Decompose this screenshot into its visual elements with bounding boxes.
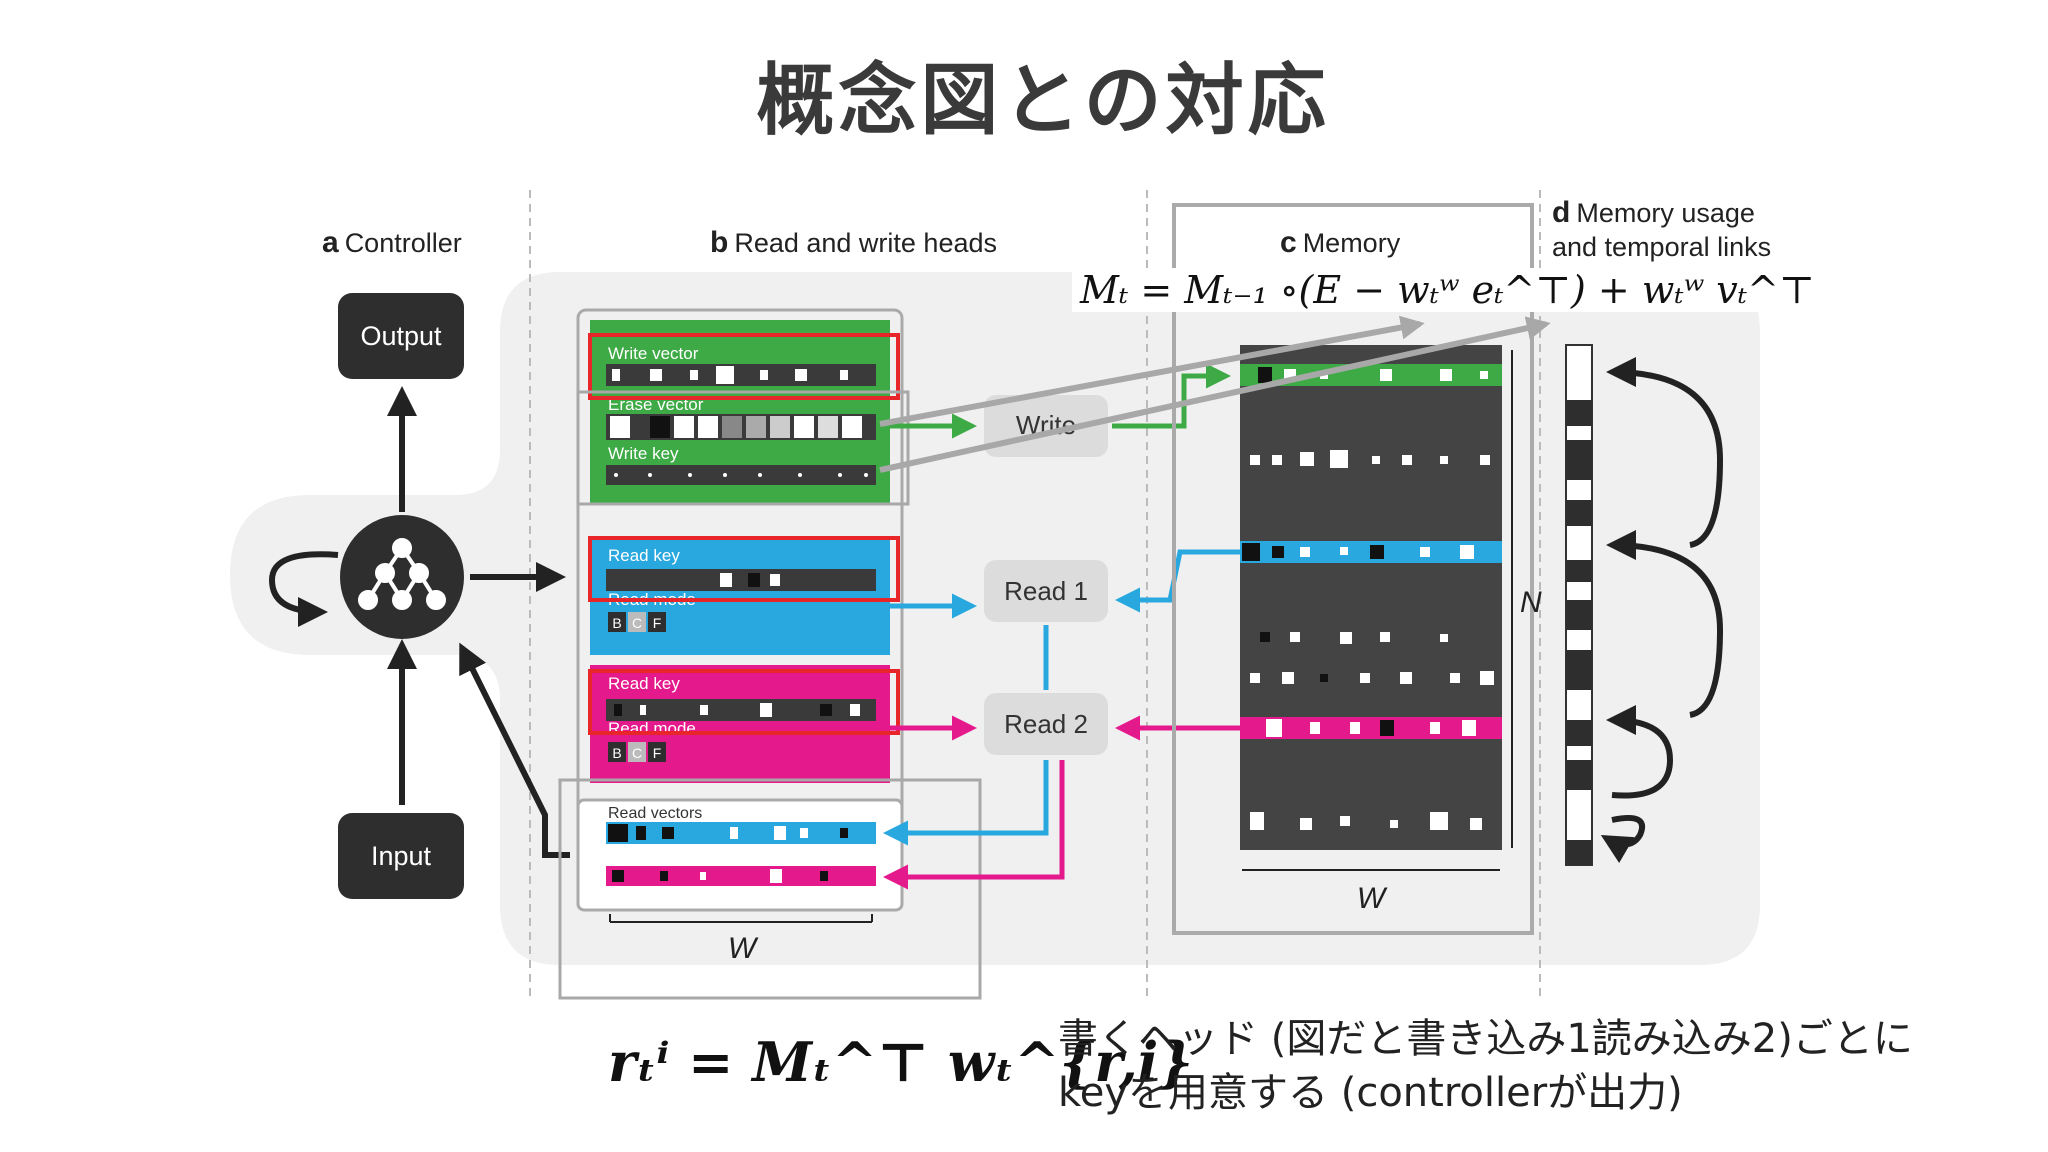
arrow-read1-to-vectors <box>883 760 1049 846</box>
read2-node <box>984 693 1108 755</box>
overlay-erase-write-key <box>576 390 910 506</box>
vector-cells <box>608 366 868 883</box>
read-vector-1-bar <box>606 822 876 844</box>
slide-title: 概念図との対応 <box>756 56 1330 146</box>
link-arrow-3 <box>1606 705 1674 799</box>
heads-width-label: W <box>728 932 759 965</box>
output-box <box>338 293 464 379</box>
input-label: Input <box>371 841 432 871</box>
memory-n-label: N <box>1520 586 1542 619</box>
link-arrow-2 <box>1606 530 1724 718</box>
svg-text:B: B <box>612 615 621 631</box>
read-equation: rₜⁱ = Mₜ^⊤ wₜ^{r,i} <box>608 1030 1193 1094</box>
network-icon <box>358 538 446 610</box>
svg-text:F: F <box>653 615 662 631</box>
overlay-arrow-write-key <box>879 316 1551 473</box>
write-vector-label: Write vector <box>608 344 699 363</box>
link-arrow-1 <box>1606 357 1724 548</box>
memory-matrix <box>1240 345 1502 850</box>
read1-node <box>984 560 1108 622</box>
arrow-read-vectors-back <box>459 642 570 858</box>
note-line-2: keyを用意する (controllerが出力) <box>1058 1070 1683 1116</box>
input-box <box>338 813 464 899</box>
write-key-bar <box>606 465 876 485</box>
read-head-1-block <box>590 537 890 655</box>
svg-text:F: F <box>653 745 662 761</box>
read-mode-1-buttons: B C F <box>608 612 666 632</box>
memory-w-label: W <box>1357 882 1388 915</box>
read-key-2-bar <box>606 699 876 721</box>
highlight-read-key-1 <box>588 536 900 602</box>
read-key-2-label: Read key <box>608 674 680 693</box>
memory-outline <box>1172 203 1534 935</box>
read2-node-label: Read 2 <box>1004 709 1088 739</box>
memory-update-equation: Mₜ = Mₜ₋₁ ∘(E − wₜʷ eₜ^⊤) + wₜʷ vₜ^⊤ <box>1072 268 1823 312</box>
memory-cells <box>1242 367 1494 830</box>
output-label: Output <box>360 321 442 351</box>
svg-text:C: C <box>632 745 642 761</box>
overlay-read-vectors <box>558 778 982 1000</box>
note-line-1: 書くヘッド (図だと書き込み1読み込み2)ごとに <box>1058 1016 1913 1062</box>
memory-row-write <box>1240 364 1502 386</box>
explanation-note: 書くヘッド (図だと書き込み1読み込み2)ごとに keyを用意する (contr… <box>1058 1012 1913 1120</box>
highlight-write-vector <box>588 333 900 400</box>
usage-cells <box>1566 400 1592 865</box>
link-arrow-self <box>1600 814 1645 864</box>
controller-node <box>340 515 464 639</box>
arrow-read2-to-vectors <box>883 760 1065 890</box>
read-mode-2-label: Read mode <box>608 719 696 738</box>
write-key-label: Write key <box>608 444 679 463</box>
svg-text:B: B <box>612 745 621 761</box>
read-head-2-block <box>590 665 890 783</box>
arrow-self-loop <box>268 551 339 627</box>
read-key-1-bar <box>606 569 876 591</box>
read-vector-2-bar <box>606 866 876 886</box>
svg-text:C: C <box>632 615 642 631</box>
read-mode-2-buttons: B C F <box>608 742 666 762</box>
write-vector-bar <box>606 364 876 386</box>
overlay-arrow-erase <box>879 315 1425 427</box>
panel-d-title-line2: and temporal links <box>1552 232 1771 262</box>
read1-node-label: Read 1 <box>1004 576 1088 606</box>
read-key-1-label: Read key <box>608 546 680 565</box>
read-vectors-label: Read vectors <box>608 805 702 822</box>
highlight-read-key-2 <box>588 669 900 735</box>
